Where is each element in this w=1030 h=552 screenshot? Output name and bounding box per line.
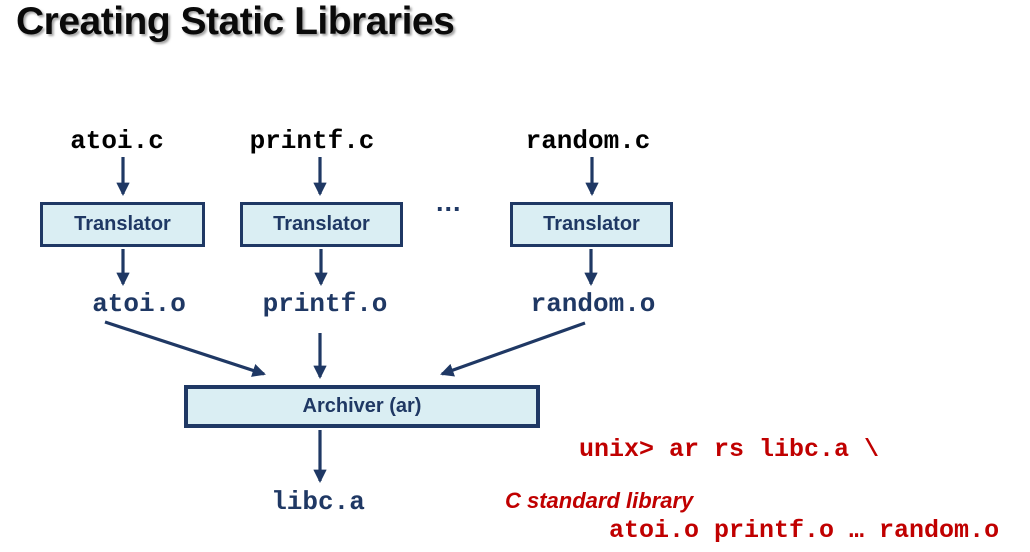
object-file-random-o: random.o — [530, 289, 656, 319]
source-file-random-c: random.c — [525, 126, 651, 156]
archiver-box: Archiver (ar) — [184, 385, 540, 428]
archiver-label: Archiver (ar) — [302, 395, 422, 417]
translator-box-1: Translator — [40, 202, 205, 247]
translator-label-3: Translator — [543, 213, 640, 235]
arrow-random-o-to-archiver — [440, 321, 586, 377]
translator-label-1: Translator — [74, 213, 171, 235]
object-file-printf-o: printf.o — [262, 289, 388, 319]
translator-label-2: Translator — [273, 213, 370, 235]
source-file-printf-c: printf.c — [249, 126, 375, 156]
object-file-atoi-o: atoi.o — [92, 289, 186, 319]
caption-c-standard-library: C standard library — [505, 488, 694, 513]
shell-command: unix> ar rs libc.a \ atoi.o printf.o … r… — [579, 382, 999, 552]
translator-box-2: Translator — [240, 202, 403, 247]
translator-box-3: Translator — [510, 202, 673, 247]
arrow-atoi-o-to-archiver — [104, 320, 266, 377]
slide-title: Creating Static Libraries — [16, 0, 455, 43]
output-file-libc-a: libc.a — [271, 487, 365, 517]
shell-command-line-1: unix> ar rs libc.a \ — [579, 435, 880, 464]
source-file-atoi-c: atoi.c — [70, 126, 164, 156]
shell-command-line-2: atoi.o printf.o … random.o — [579, 516, 1000, 545]
ellipsis-more-translators: ... — [436, 187, 462, 217]
